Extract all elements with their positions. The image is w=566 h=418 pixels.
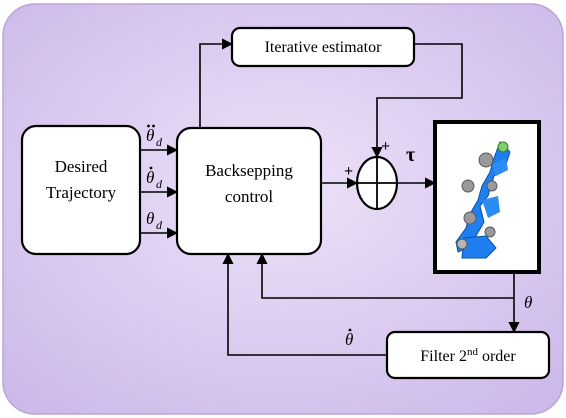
connection-lines — [140, 38, 520, 356]
svg-text:d: d — [156, 135, 163, 149]
svg-text:θ: θ — [146, 126, 154, 145]
summing-plus-top: + — [381, 138, 390, 155]
estimator-label: Iterative estimator — [265, 39, 383, 56]
svg-text:θ: θ — [146, 168, 154, 187]
desired-label-line2: Trajectory — [46, 183, 117, 202]
filter-label-rest: order — [478, 348, 516, 365]
label-theta-ddot-d: θ d — [146, 124, 163, 149]
arrow-control-to-estimator — [199, 38, 234, 128]
desired-trajectory-block: Desired Trajectory — [20, 124, 142, 256]
filter-label-base: Filter 2 — [420, 348, 467, 365]
arrow-estimator-to-sum — [371, 43, 463, 159]
label-theta-dot-feedback: θ — [345, 328, 353, 349]
svg-text:d: d — [156, 218, 163, 232]
control-label-line2: control — [225, 187, 273, 206]
label-theta-dot-d: θ d — [146, 166, 163, 191]
label-tau: τ — [406, 144, 415, 166]
filter-label-superscript: nd — [467, 346, 479, 358]
summing-plus-left: + — [344, 163, 353, 180]
label-theta-d: θ d — [146, 209, 163, 232]
svg-text:θ: θ — [345, 330, 353, 349]
filter-label: Filter 2nd order — [420, 346, 516, 365]
summing-junction — [355, 155, 399, 211]
arrow-theta-feedback — [256, 252, 514, 299]
desired-label-line1: Desired — [55, 157, 108, 176]
iterative-estimator-block: Iterative estimator — [230, 26, 416, 68]
label-theta: θ — [524, 293, 532, 312]
svg-text:θ: θ — [146, 209, 154, 228]
robot-manipulator-image — [433, 120, 541, 274]
arrow-theta-dot-feedback — [222, 252, 387, 356]
svg-text:d: d — [156, 177, 163, 191]
backstepping-control-block: Backsepping control — [175, 126, 323, 256]
control-label-line1: Backsepping — [205, 161, 293, 180]
filter-block: Filter 2nd order — [385, 330, 551, 380]
